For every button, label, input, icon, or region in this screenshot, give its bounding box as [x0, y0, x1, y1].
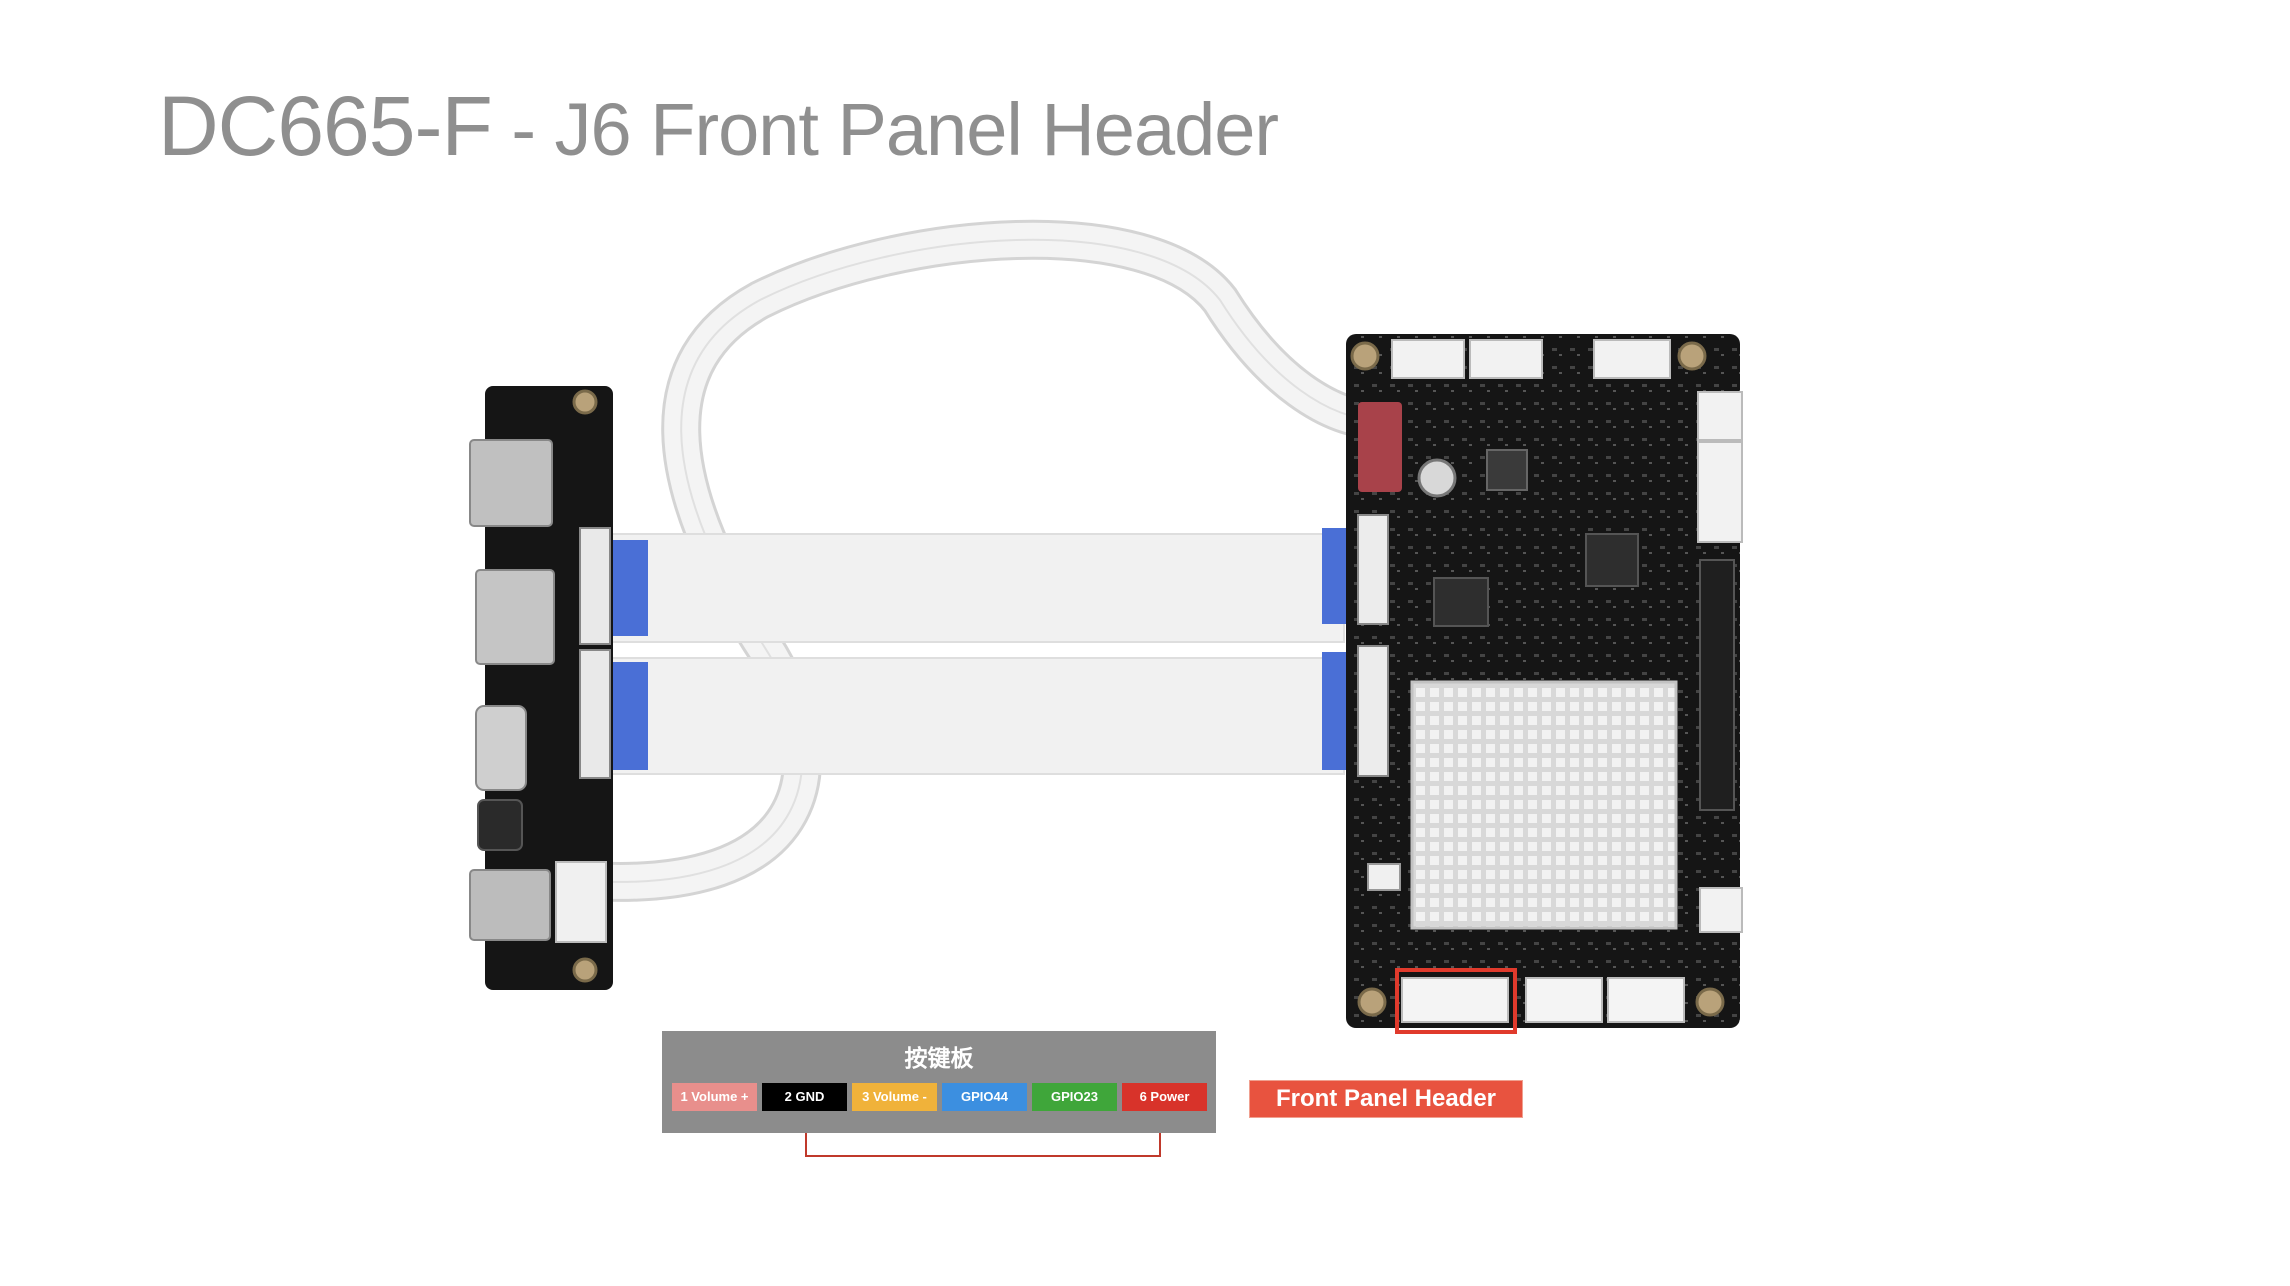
pinout-table: 按键板 1 Volume + 2 GND 3 Volume - GPIO44 G… [662, 1031, 1216, 1133]
pinout-title: 按键板 [904, 1045, 974, 1071]
gnd-power-connection-line [805, 1125, 1161, 1157]
front-panel-header-label: Front Panel Header [1249, 1080, 1523, 1118]
usb-c-port [475, 705, 527, 791]
page-title: DC665-F - J6 Front Panel Header [158, 78, 1280, 175]
pin-3-volume-down: 3 Volume - [852, 1083, 937, 1111]
title-sub: J6 Front Panel Header [554, 88, 1280, 171]
pin-1-volume-up: 1 Volume + [672, 1083, 757, 1111]
flat-cable-top [591, 528, 1362, 643]
j6-highlight-box [1395, 968, 1517, 1034]
pin-gpio44: GPIO44 [942, 1083, 1027, 1111]
main-board [1346, 334, 1743, 1028]
usb-port-bottom [469, 869, 551, 941]
pin-2-gnd: 2 GND [762, 1083, 847, 1111]
thin-ribbon-cable [555, 219, 1400, 902]
hdmi-port [475, 569, 555, 665]
pin-row: 1 Volume + 2 GND 3 Volume - GPIO44 GPIO2… [672, 1083, 1207, 1111]
title-separator: - [491, 88, 555, 171]
heatsink [1410, 680, 1678, 930]
io-board [469, 386, 613, 990]
j6-front-panel-connector [1401, 977, 1509, 1023]
pin-gpio23: GPIO23 [1032, 1083, 1117, 1111]
audio-jack [477, 799, 523, 851]
title-main: DC665-F [158, 79, 493, 173]
flat-cable-bottom [591, 652, 1362, 775]
usb-port-top [469, 439, 553, 527]
pin-6-power: 6 Power [1122, 1083, 1207, 1111]
